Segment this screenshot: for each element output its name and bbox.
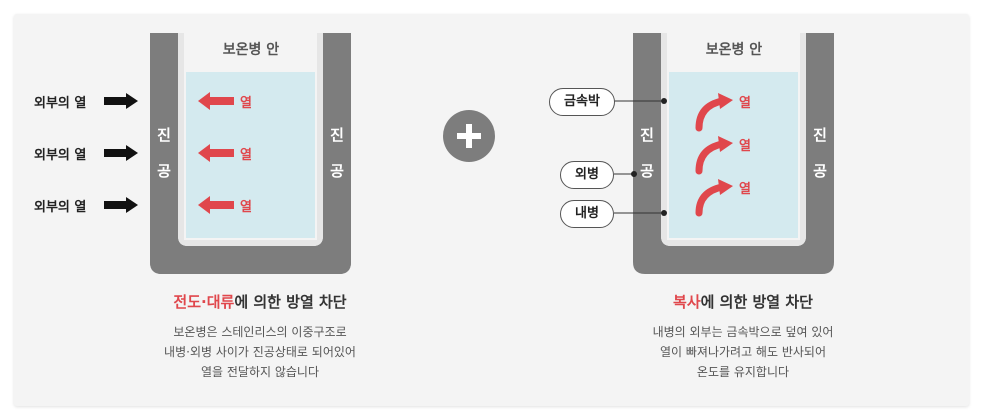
right-flask-label: 보온병 안	[705, 42, 763, 58]
inner-heat-label: 열	[240, 200, 252, 215]
right-caption-title: 복사에 의한 방열 차단	[583, 291, 903, 312]
callout-inner-bottle: 내병	[560, 200, 614, 228]
right-caption-body: 내병의 외부는 금속박으로 덮여 있어 열이 빠져나가려고 해도 반사되어 온도…	[583, 322, 903, 382]
inner-heat-label: 열	[739, 139, 751, 154]
left-vacuum-left: 진 공	[154, 117, 174, 189]
caption-line: 내병·외병 사이가 진공상태로 되어있어	[164, 345, 356, 359]
outer-heat-label: 외부의 열	[34, 148, 87, 163]
caption-title-rest: 에 의한 방열 차단	[700, 293, 813, 311]
caption-line: 열을 전달하지 않습니다	[200, 365, 320, 379]
inner-heat-label: 열	[240, 96, 252, 111]
vacuum-char: 진	[157, 126, 171, 144]
right-flask-water	[669, 72, 798, 238]
vacuum-char: 진	[330, 126, 344, 144]
caption-title-highlight: 복사	[673, 293, 701, 311]
callout-lines	[614, 100, 664, 214]
right-vacuum-left: 진 공	[637, 117, 657, 189]
caption-line: 온도를 유지합니다	[696, 365, 790, 379]
callout-metal-foil: 금속박	[549, 88, 615, 116]
left-flask-label: 보온병 안	[222, 42, 280, 58]
vacuum-char: 공	[157, 162, 171, 180]
caption-title-rest: 에 의한 방열 차단	[234, 293, 347, 311]
vacuum-char: 진	[640, 126, 654, 144]
inner-heat-label: 열	[739, 96, 751, 111]
left-caption-body: 보온병은 스테인리스의 이중구조로 내병·외병 사이가 진공상태로 되어있어 열…	[100, 322, 420, 382]
left-flask-outer-body	[150, 33, 351, 274]
outer-heat-arrow	[104, 93, 138, 213]
right-vacuum-right: 진 공	[810, 117, 830, 189]
inner-heat-label: 열	[739, 182, 751, 197]
callout-outer-bottle: 외병	[560, 161, 614, 189]
caption-line: 보온병은 스테인리스의 이중구조로	[173, 325, 347, 339]
left-caption-title: 전도·대류에 의한 방열 차단	[100, 291, 420, 312]
vacuum-char: 진	[813, 126, 827, 144]
blocked-heat-arrow	[198, 92, 234, 214]
outer-heat-label: 외부의 열	[34, 96, 87, 111]
vacuum-char: 공	[640, 162, 654, 180]
caption-line: 열이 빠져나가려고 해도 반사되어	[659, 345, 826, 359]
reflected-heat-arrow	[695, 97, 726, 217]
right-flask-outer-body	[633, 33, 834, 274]
outer-heat-label: 외부의 열	[34, 200, 87, 215]
caption-line: 내병의 외부는 금속박으로 덮여 있어	[652, 325, 834, 339]
caption-title-highlight: 전도·대류	[173, 293, 235, 311]
vacuum-char: 공	[813, 162, 827, 180]
vacuum-char: 공	[330, 162, 344, 180]
plus-icon	[443, 110, 495, 162]
left-vacuum-right: 진 공	[327, 117, 347, 189]
inner-heat-label: 열	[240, 148, 252, 163]
